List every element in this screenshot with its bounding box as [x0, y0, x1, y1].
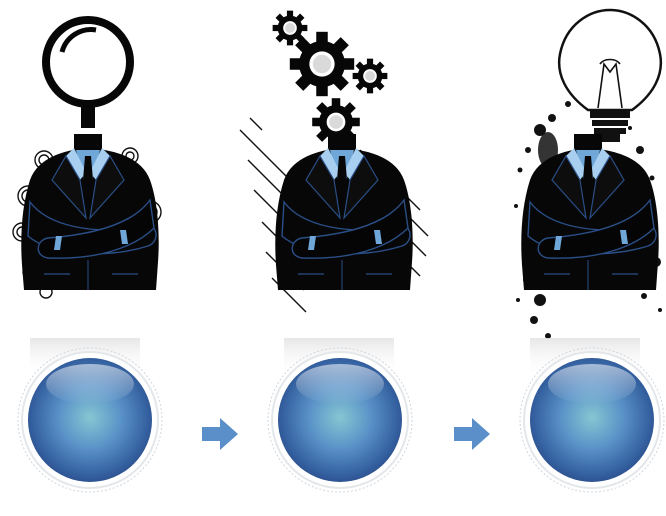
magnifying-glass-icon	[46, 20, 130, 128]
arrow-right-icon	[202, 418, 238, 450]
stage-3	[514, 10, 664, 492]
stage-1	[13, 20, 162, 492]
arrow-right-icon	[454, 418, 490, 450]
stage-2	[240, 11, 428, 492]
businessman-silhouette	[275, 134, 412, 290]
light-bulb-icon	[559, 10, 661, 142]
gears-icon	[273, 11, 388, 146]
